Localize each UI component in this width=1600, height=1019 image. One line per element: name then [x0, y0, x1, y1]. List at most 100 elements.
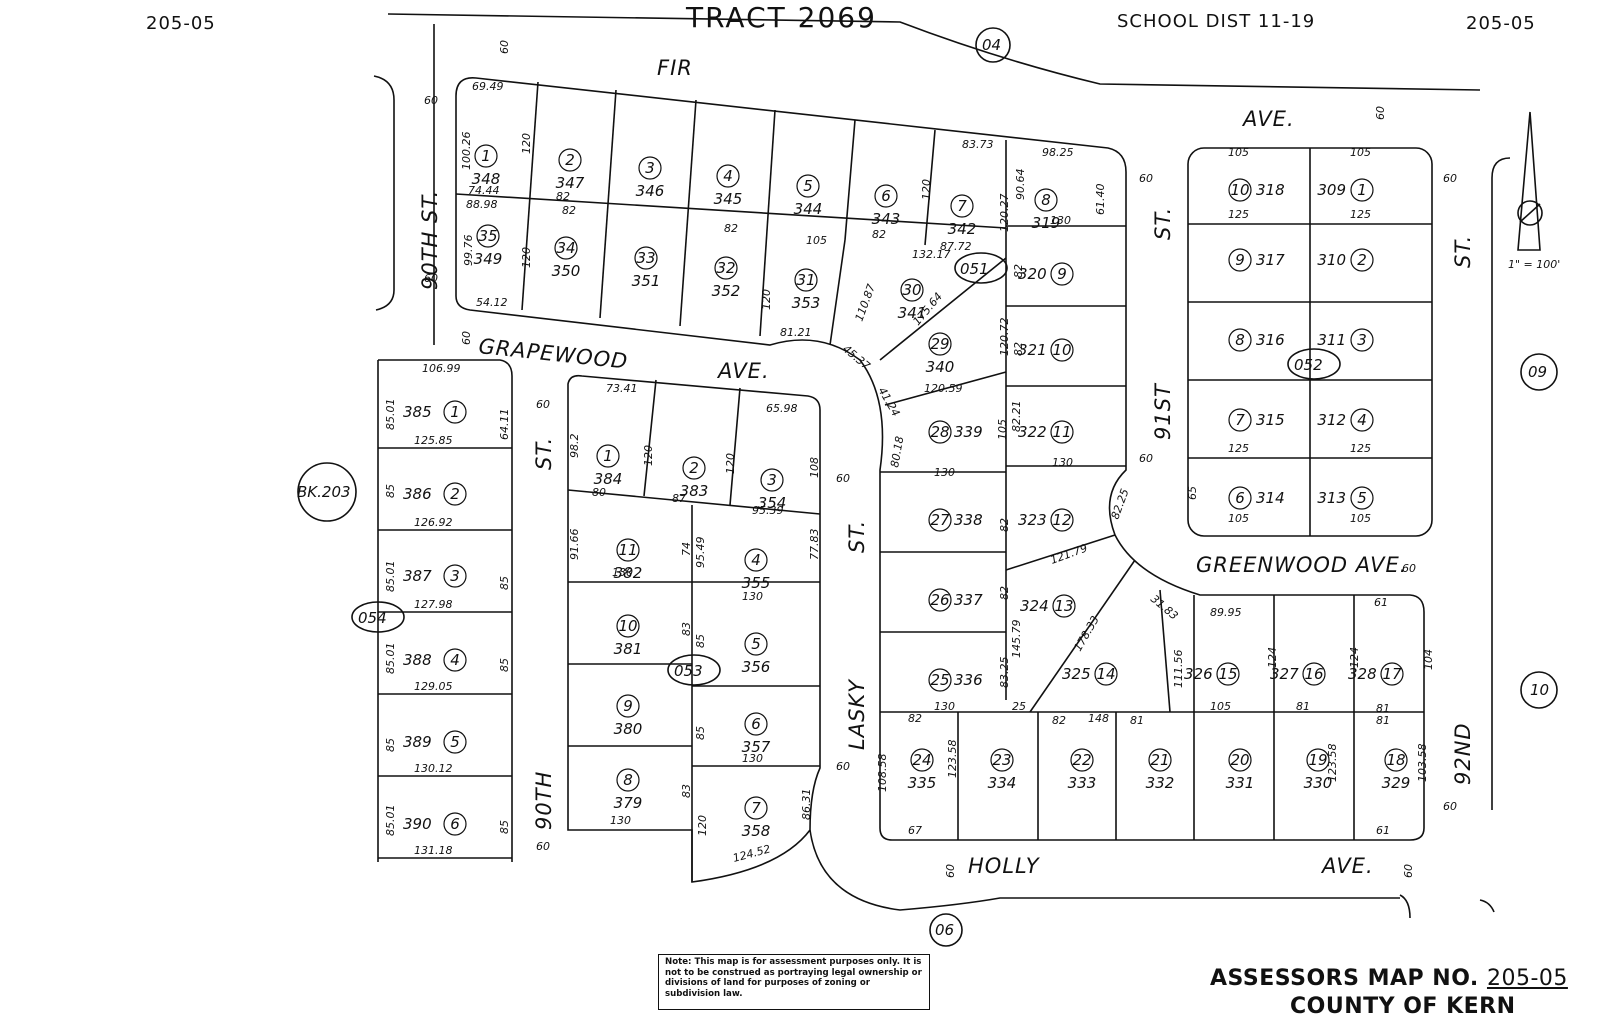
apn-circle	[928, 508, 952, 532]
block-052-number: 052	[1294, 356, 1323, 374]
street-greenwood: GREENWOOD AVE.	[1196, 553, 1407, 577]
dimension-label: 60	[460, 331, 473, 345]
dimension-label: 60	[424, 94, 438, 107]
dimension-label: 125	[1228, 442, 1249, 455]
dimension-label: 145.79	[1010, 620, 1023, 659]
dimension-label: 105	[996, 419, 1009, 440]
apn-circle	[443, 400, 467, 424]
lot-number: 312	[1317, 411, 1346, 429]
apn-number: 10	[1230, 181, 1249, 199]
dimension-label: 60	[498, 40, 511, 54]
dimension-label: 121.79	[1049, 541, 1090, 566]
apn-number: 22	[1072, 751, 1091, 769]
lot-number: 337	[954, 591, 983, 609]
lot-number: 320	[1018, 265, 1047, 283]
dimension-label: 60	[1402, 562, 1416, 575]
lot-number: 352	[712, 282, 741, 300]
lot-number: 341	[898, 304, 927, 322]
tract-label: TRACT 2069	[685, 1, 877, 34]
dimension-label: 130	[612, 566, 633, 579]
dimension-label: 60	[1443, 172, 1457, 185]
dimension-label: 105	[1228, 512, 1249, 525]
apn-number: 6	[1235, 489, 1245, 507]
block-053-number: 053	[674, 662, 703, 680]
dimension-label: 108	[808, 457, 821, 478]
adjacent-page-10: 10	[1530, 681, 1549, 699]
apn-circle	[682, 456, 706, 480]
lot-number: 383	[680, 482, 709, 500]
dimension-label: 85.01	[384, 805, 397, 837]
apn-number: 8	[623, 771, 633, 789]
dimension-label: 125.85	[414, 434, 453, 447]
apn-circle	[910, 748, 934, 772]
dimension-label: 87	[672, 492, 686, 505]
apn-number: 21	[1150, 751, 1169, 769]
dimension-label: 85	[694, 634, 707, 648]
dimension-label: 60	[836, 472, 850, 485]
apn-circle	[1216, 662, 1240, 686]
lot-number: 390	[403, 815, 432, 833]
street-grapewood-ave: AVE.	[716, 359, 770, 383]
dimension-label: 131.18	[414, 844, 453, 857]
apn-circle	[928, 332, 952, 356]
apn-number: 35	[478, 227, 497, 245]
dimension-label: 124	[1348, 647, 1361, 668]
street-lasky-st: ST.	[845, 520, 869, 553]
street-fir: FIR	[657, 56, 693, 80]
dimension-label: 91.66	[568, 529, 581, 561]
dimension-label: 85.01	[384, 399, 397, 431]
apn-number: 28	[930, 423, 949, 441]
dimension-label: 82	[562, 204, 576, 217]
apn-circle	[1050, 262, 1074, 286]
lot-number: 381	[614, 640, 643, 658]
lot-number: 338	[954, 511, 983, 529]
apn-number: 32	[716, 259, 735, 277]
dimension-label: 99.76	[462, 235, 475, 267]
dimension-label: 120	[520, 247, 533, 268]
lot-number: 328	[1348, 665, 1377, 683]
apn-number: 6	[881, 187, 891, 205]
apn-number: 20	[1230, 751, 1249, 769]
apn-circle	[760, 468, 784, 492]
apn-circle	[1350, 408, 1374, 432]
dimension-label: 31.83	[1148, 592, 1180, 622]
apn-circle	[1350, 178, 1374, 202]
apn-number: 2	[1357, 251, 1367, 269]
parcel-block-051-east-17: 17 328	[1348, 662, 1404, 686]
lot-number: 344	[794, 200, 823, 218]
apn-number: 2	[565, 151, 575, 169]
apn-circle	[1070, 748, 1094, 772]
dimension-label: 126.92	[414, 516, 453, 529]
dimension-label: 120.72	[998, 318, 1011, 357]
apn-number: 6	[450, 815, 460, 833]
lot-number: 347	[556, 174, 585, 192]
apn-circle	[990, 748, 1014, 772]
apn-circle	[1052, 594, 1076, 618]
apn-circle	[1094, 662, 1118, 686]
assessment-note: Note: This map is for assessment purpose…	[658, 954, 930, 1010]
dimension-label: 130.12	[414, 762, 453, 775]
apn-number: 9	[1057, 265, 1067, 283]
dimension-label: 83	[680, 622, 693, 636]
dimension-label: 25	[1012, 700, 1026, 713]
lot-number: 323	[1018, 511, 1047, 529]
dimension-label: 82	[1012, 264, 1025, 278]
dimension-label: 85	[498, 820, 511, 834]
apn-number: 1	[1357, 181, 1367, 199]
apn-number: 17	[1382, 665, 1402, 683]
